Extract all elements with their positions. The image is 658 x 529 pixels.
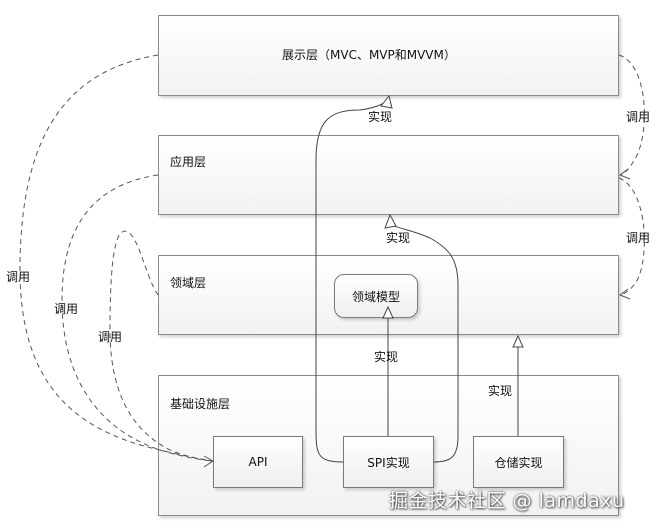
call-left-outer-label: 调用 (6, 270, 31, 284)
spi-to-application-arrow (389, 223, 459, 463)
repository-to-domain-arrowhead (512, 334, 524, 348)
presentation-layer-title: 展示层（MVC、MVP和MVVM） (282, 48, 456, 62)
impl-spi-domain-label: 实现 (374, 350, 399, 364)
spi-to-presentation-arrow (315, 99, 388, 463)
repository-impl-box: 仓储实现 (473, 436, 564, 488)
call-right-lower-label: 调用 (626, 231, 651, 245)
call-right-upper-label: 调用 (626, 110, 651, 124)
call-to-api-arrowhead (203, 455, 214, 468)
application-layer (158, 135, 619, 215)
call-presentation-to-application (618, 54, 645, 176)
application-layer-title: 应用层 (170, 155, 207, 169)
spi-to-presentation-arrowhead (380, 94, 393, 109)
spi-to-application-arrowhead (384, 213, 397, 229)
domain-model-box: 领域模型 (334, 274, 418, 318)
call-application-to-domain-arrowhead (618, 288, 631, 300)
domain-layer-title: 领域层 (170, 276, 207, 290)
impl-application-label: 实现 (386, 231, 411, 245)
call-application-to-domain (618, 177, 645, 296)
spi-to-domain-model-arrowhead (382, 305, 394, 319)
call-presentation-to-api (19, 54, 213, 462)
call-application-to-api (61, 174, 213, 462)
api-box: API (213, 436, 303, 488)
call-presentation-to-application-arrowhead (618, 168, 631, 180)
impl-repository-domain-label: 实现 (488, 384, 513, 398)
spi-impl-box: SPI实现 (343, 436, 434, 488)
call-left-middle-label: 调用 (54, 302, 79, 316)
infrastructure-layer-title: 基础设施层 (170, 397, 231, 411)
watermark: 掘金技术社区 @ lamdaxu (389, 490, 625, 512)
presentation-layer (158, 15, 619, 96)
call-left-inner-label: 调用 (98, 330, 123, 344)
call-domain-to-api (109, 230, 213, 462)
impl-presentation-label: 实现 (368, 110, 393, 124)
